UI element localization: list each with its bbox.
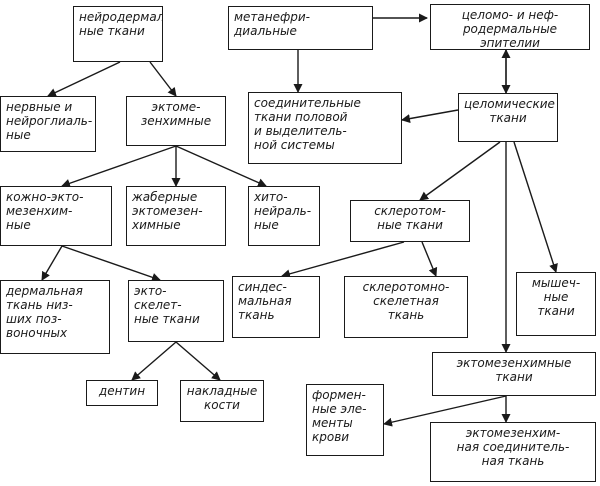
arrow-n7-n16 <box>513 141 558 273</box>
node-neurodermal-tissues: нейродермаль- ные ткани <box>73 6 163 62</box>
node-blood-formed-elements: формен- ные эле- менты крови <box>306 384 384 456</box>
arrow-n11-n15 <box>421 241 438 277</box>
node-syndesmal-tissue: синдес- мальная ткань <box>232 276 320 338</box>
node-nervous-neuroglial: нервные и нейроглиаль- ные <box>0 96 96 152</box>
node-metanephridial: метанефри- диальные <box>228 6 373 50</box>
node-ectomesenchymal-tissues: эктомезенхимные ткани <box>432 352 596 396</box>
arrow-n1-n5 <box>149 61 177 97</box>
arrow-n5-n8 <box>61 145 177 188</box>
node-ectoskeletal-tissues: экто- скелет- ные ткани <box>128 280 224 342</box>
arrow-n7-n11 <box>419 141 501 201</box>
arrow-n13-n19 <box>175 341 221 381</box>
arrow-n13-n18 <box>131 341 177 381</box>
node-sclerotome-tissues: склеротом- ные ткани <box>350 200 470 242</box>
arrow-n7-n6 <box>401 109 459 124</box>
arrow-n8-n12 <box>41 245 63 281</box>
node-gill-ectomesenchymal: жаберные эктомезен- химные <box>126 186 226 246</box>
arrow-n8-n13 <box>61 245 161 282</box>
node-ectomesenchymal: эктоме- зенхимные <box>126 96 226 146</box>
node-chitoneural: хито- нейраль- ные <box>248 186 320 246</box>
node-coelomic-tissues: целомические ткани <box>458 93 558 142</box>
node-ectomesenchymal-connective-tissue: эктомезенхим- ная соединитель- ная ткань <box>430 422 596 482</box>
node-sclerotome-skeletal-tissue: склеротомно- скелетная ткань <box>344 276 468 338</box>
node-coelomo-nephrodermal-epithelia: целомо- и неф- родермальные эпителии <box>430 4 590 50</box>
arrow-n17-n20 <box>383 395 507 427</box>
node-overlay-bones: накладные кости <box>180 380 264 422</box>
node-dermal-lower-vertebrates: дермальная ткань низ- ших поз- воночных <box>0 280 110 354</box>
node-skin-ectomesenchymal: кожно-экто- мезенхим- ные <box>0 186 112 246</box>
arrow-n5-n10 <box>175 145 267 187</box>
arrow-n11-n14 <box>281 241 405 279</box>
arrow-n1-n4 <box>47 61 121 97</box>
node-muscle-tissues: мышеч- ные ткани <box>516 272 596 336</box>
node-connective-reproductive-excretory: соединительные ткани половой и выделител… <box>248 92 402 164</box>
node-dentin: дентин <box>86 380 158 406</box>
